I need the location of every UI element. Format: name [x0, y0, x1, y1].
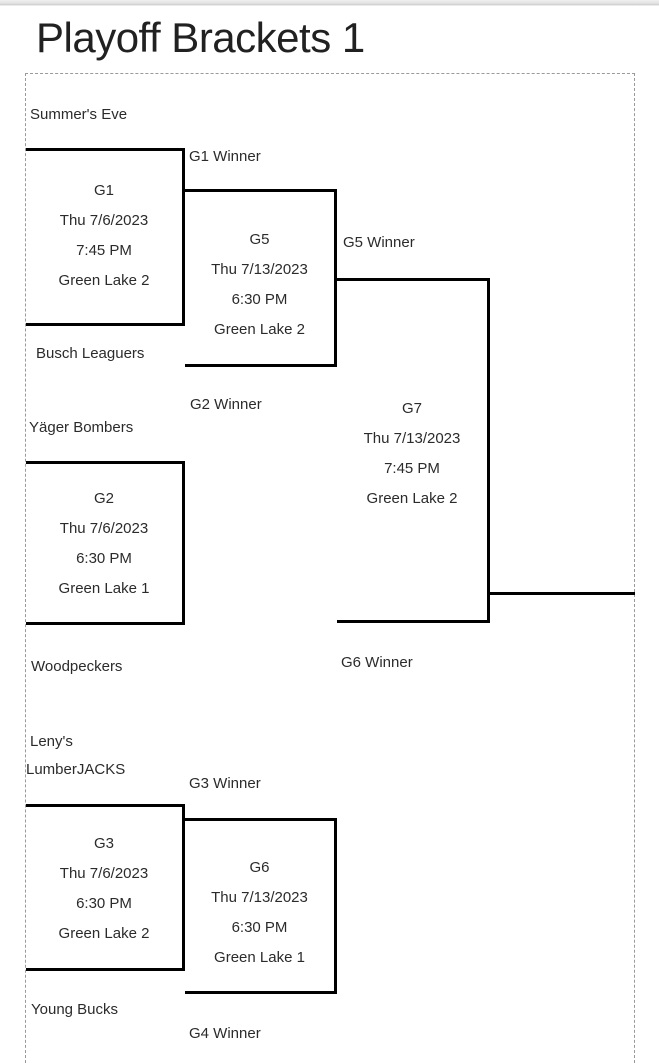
game-g5-date: Thu 7/13/2023	[211, 261, 308, 278]
game-g2-time: 6:30 PM	[76, 550, 132, 567]
winner-label-g6: G6 Winner	[341, 654, 413, 671]
game-g1-date: Thu 7/6/2023	[59, 212, 149, 229]
team-label-lenys: Leny's	[30, 733, 73, 750]
browser-chrome-strip	[0, 0, 659, 6]
game-g7-time: 7:45 PM	[384, 460, 440, 477]
game-g5-name: G5	[249, 231, 270, 248]
game-g3-date: Thu 7/6/2023	[59, 865, 149, 882]
game-g1-name: G1	[93, 182, 114, 199]
game-g6-time: 6:30 PM	[231, 919, 288, 936]
game-g7-venue: Green Lake 2	[366, 490, 458, 507]
winner-label-g4: G4 Winner	[189, 1025, 261, 1042]
bracket-container	[25, 73, 635, 1063]
game-g7-name: G7	[401, 400, 422, 417]
game-g1-venue: Green Lake 2	[58, 272, 150, 289]
game-box-g6[interactable]: G6 Thu 7/13/2023 6:30 PM Green Lake 1	[185, 818, 337, 994]
game-g7-date: Thu 7/13/2023	[363, 430, 461, 447]
game-g3-venue: Green Lake 2	[58, 925, 150, 942]
winner-label-g2: G2 Winner	[190, 396, 262, 413]
connector-g7-to-champion	[488, 592, 635, 595]
page-title: Playoff Brackets 1	[36, 14, 365, 61]
team-label-busch-leaguers: Busch Leaguers	[36, 345, 145, 362]
team-label-summers-eve: Summer's Eve	[30, 106, 128, 123]
game-g6-venue: Green Lake 1	[214, 949, 305, 966]
game-g2-date: Thu 7/6/2023	[59, 520, 149, 537]
team-label-lumberjacks: LumberJACKS	[26, 761, 126, 778]
team-label-yager-bombers: Yäger Bombers	[29, 419, 134, 436]
game-g3-name: G3	[93, 835, 114, 852]
game-g1-time: 7:45 PM	[76, 242, 132, 259]
game-g6-name: G6	[249, 859, 270, 876]
game-box-g1[interactable]: G1 Thu 7/6/2023 7:45 PM Green Lake 2	[26, 148, 185, 326]
game-g6-date: Thu 7/13/2023	[211, 889, 308, 906]
game-g2-venue: Green Lake 1	[58, 580, 150, 597]
game-g3-time: 6:30 PM	[76, 895, 132, 912]
game-g5-venue: Green Lake 2	[214, 321, 305, 338]
game-g5-time: 6:30 PM	[231, 291, 288, 308]
winner-label-g3: G3 Winner	[189, 775, 261, 792]
game-box-g3[interactable]: G3 Thu 7/6/2023 6:30 PM Green Lake 2	[26, 804, 185, 971]
game-box-g2[interactable]: G2 Thu 7/6/2023 6:30 PM Green Lake 1	[26, 461, 185, 625]
game-g2-name: G2	[93, 490, 114, 507]
winner-label-g5: G5 Winner	[343, 234, 415, 251]
game-box-g7[interactable]: G7 Thu 7/13/2023 7:45 PM Green Lake 2	[337, 278, 490, 623]
team-label-young-bucks: Young Bucks	[31, 1001, 119, 1018]
winner-label-g1: G1 Winner	[189, 148, 261, 165]
game-box-g5[interactable]: G5 Thu 7/13/2023 6:30 PM Green Lake 2	[185, 189, 337, 367]
team-label-woodpeckers: Woodpeckers	[31, 658, 123, 675]
